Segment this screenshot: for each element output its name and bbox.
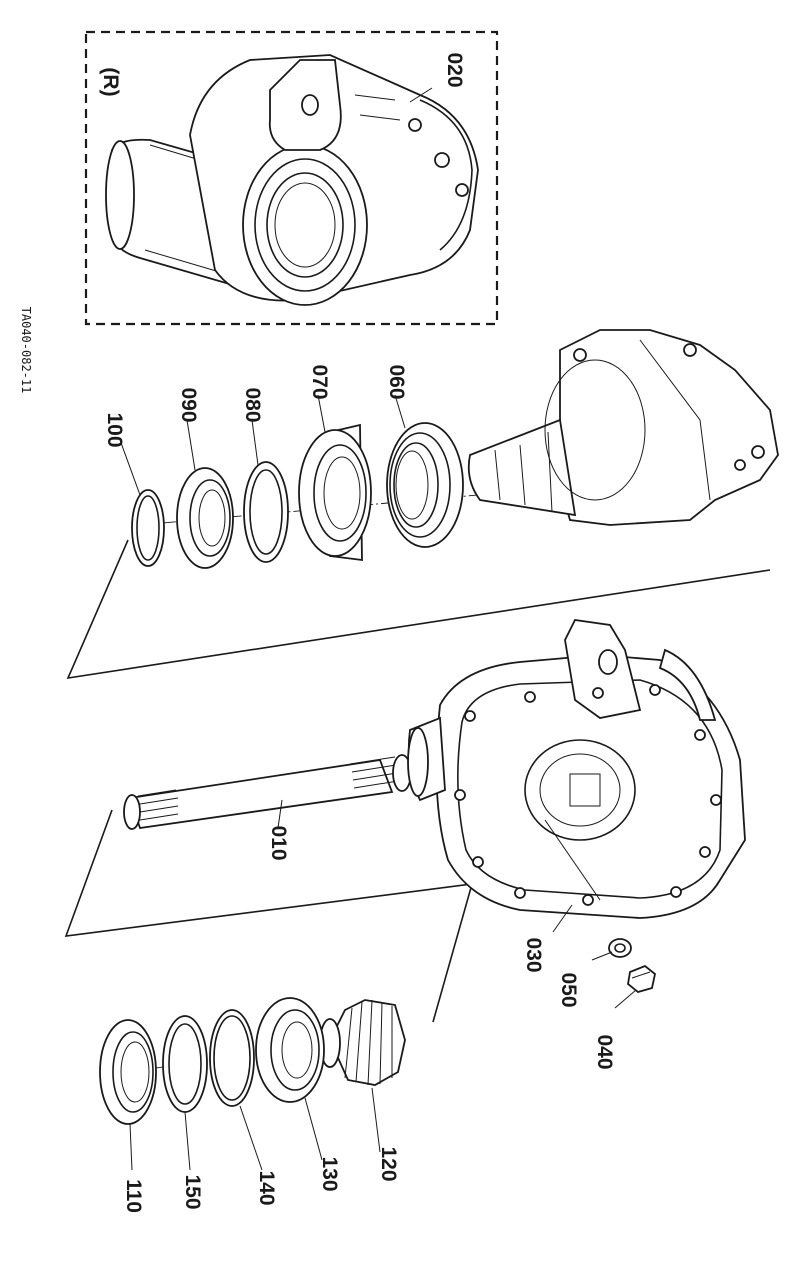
- callout-020: 020: [443, 52, 466, 87]
- callout-080: 080: [241, 387, 264, 422]
- part-120-bevel-gear: [319, 999, 406, 1086]
- callout-150: 150: [181, 1174, 204, 1209]
- part-010-shaft: [123, 754, 412, 830]
- callout-040: 040: [593, 1034, 616, 1069]
- figure-code: TA040-082-11: [19, 307, 33, 394]
- middle-assembly: 010 030 050 040: [123, 619, 746, 1070]
- callout-030: 030: [522, 937, 545, 972]
- part-030-gear-case: [407, 619, 746, 919]
- callout-060: 060: [385, 364, 408, 399]
- callout-110: 110: [122, 1179, 145, 1213]
- part-140-shim: [209, 1009, 255, 1107]
- part-090-bearing: [176, 467, 234, 569]
- callout-100: 100: [103, 412, 126, 447]
- part-080-snap-ring: [243, 461, 289, 563]
- cover-housing-drawing: [467, 329, 779, 526]
- callout-050: 050: [557, 972, 580, 1007]
- part-150-snap-ring: [162, 1015, 208, 1113]
- part-060-oil-seal: [386, 422, 464, 548]
- part-070-bearing: [298, 423, 372, 562]
- part-100-circlip: [131, 489, 165, 567]
- upper-assembly: 060 070 080 090 100: [103, 329, 779, 569]
- part-050-washer: [608, 938, 632, 958]
- part-040-drain-plug: [627, 964, 656, 993]
- part-110-oil-seal: [99, 1019, 157, 1125]
- callout-010: 010: [267, 825, 290, 860]
- callout-130: 130: [318, 1156, 341, 1191]
- callout-140: 140: [255, 1170, 278, 1205]
- inset-label: (R): [99, 67, 122, 96]
- lower-assembly: 120 130 140 150 110: [99, 997, 406, 1213]
- callout-120: 120: [377, 1146, 400, 1181]
- assembly-bracket-upper: [66, 539, 771, 680]
- part-130-bearing: [255, 997, 325, 1103]
- callout-090: 090: [177, 387, 200, 422]
- callout-070: 070: [308, 364, 331, 399]
- housing-020-drawing: [105, 54, 479, 306]
- assembly-bracket-lower: [64, 809, 474, 1023]
- inset-right-side-view: (R) 020: [84, 30, 499, 326]
